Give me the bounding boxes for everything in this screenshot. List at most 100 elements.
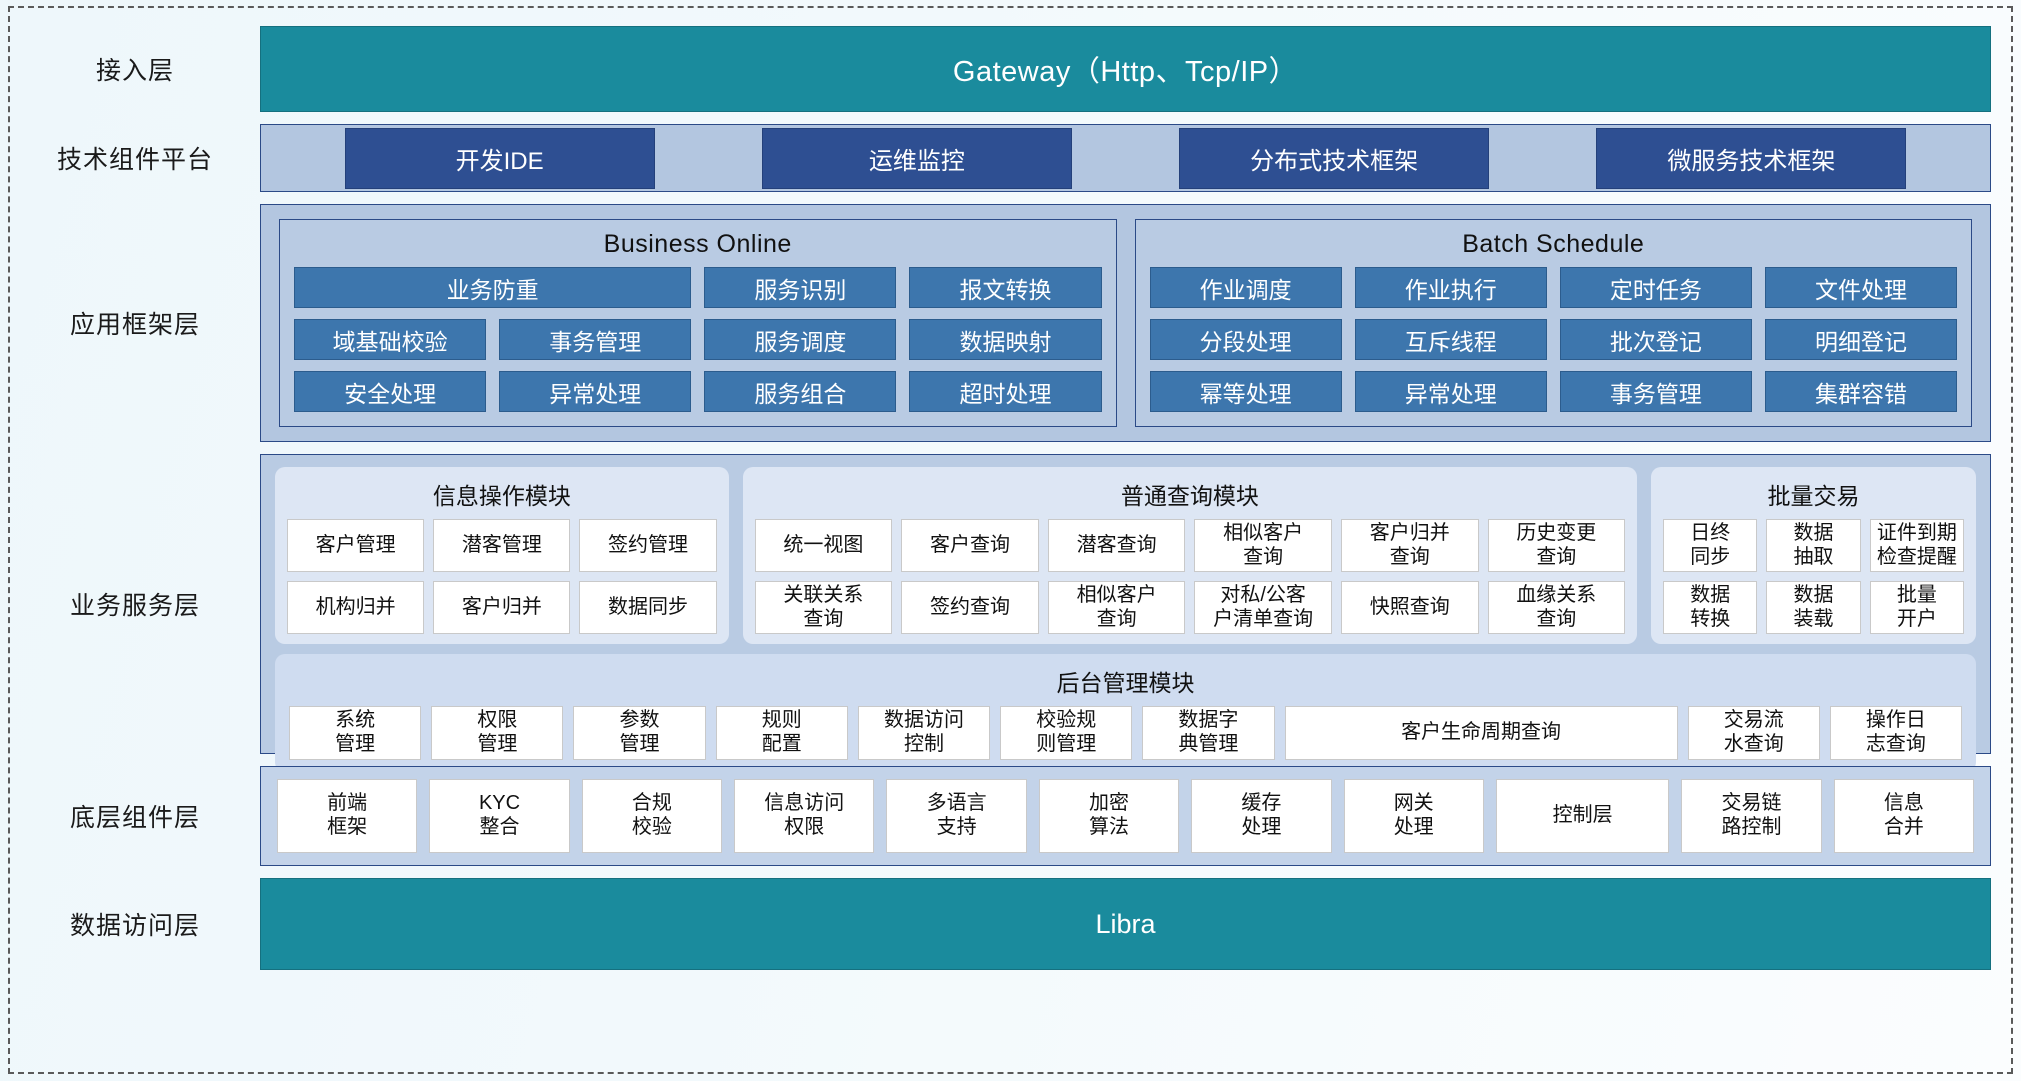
module-row: 日终 同步 数据 抽取 证件到期 检查提醒 (1663, 519, 1964, 573)
fw-chip-transaction-mgmt-batch[interactable]: 事务管理 (1559, 371, 1752, 412)
fw-chip-exception-handling-batch[interactable]: 异常处理 (1354, 371, 1547, 412)
fw-chip-cluster-fault-tolerance[interactable]: 集群容错 (1764, 371, 1957, 412)
tile-encryption-algorithm[interactable]: 加密 算法 (1038, 779, 1180, 853)
tile-multilanguage-support[interactable]: 多语言 支持 (886, 779, 1027, 853)
tile-rule-config[interactable]: 规则 配置 (715, 706, 848, 760)
tile-customer-lifecycle-query[interactable]: 客户生命周期查询 (1284, 706, 1678, 760)
tile-parameter-mgmt[interactable]: 参数 管理 (573, 706, 706, 760)
tile-org-merge[interactable]: 机构归并 (287, 581, 425, 635)
layer-label-tech-platform: 技术组件平台 (56, 146, 213, 174)
tile-data-sync[interactable]: 数据同步 (579, 581, 717, 635)
fw-chip-job-execute[interactable]: 作业执行 (1354, 267, 1547, 308)
module-card-batch-transaction: 批量交易 日终 同步 数据 抽取 证件到期 检查提醒 数据 转换 数据 装载 批… (1651, 467, 1976, 645)
tech-chip-dev-ide[interactable]: 开发IDE (344, 127, 655, 189)
tech-chip-microservice-framework[interactable]: 微服务技术框架 (1596, 127, 1907, 189)
tile-data-load[interactable]: 数据 装载 (1766, 581, 1861, 635)
tile-cache-handling[interactable]: 缓存 处理 (1191, 779, 1332, 853)
tile-cert-expiry-reminder[interactable]: 证件到期 检查提醒 (1869, 519, 1964, 573)
fw-chip-domain-validation[interactable]: 域基础校验 (294, 319, 487, 360)
tile-customer-mgmt[interactable]: 客户管理 (287, 519, 425, 573)
tile-compliance-validation[interactable]: 合规 校验 (581, 779, 723, 853)
tile-data-dictionary-mgmt[interactable]: 数据字 典管理 (1142, 706, 1275, 760)
fw-chip-timeout-handling[interactable]: 超时处理 (909, 371, 1102, 412)
libra-bar[interactable]: Libra (260, 878, 1991, 970)
tile-transaction-flow-query[interactable]: 交易流 水查询 (1687, 706, 1820, 760)
fw-chip-transaction-mgmt[interactable]: 事务管理 (499, 319, 692, 360)
tile-customer-query[interactable]: 客户查询 (901, 519, 1039, 573)
fw-chip-data-mapping[interactable]: 数据映射 (909, 319, 1102, 360)
tile-contract-query[interactable]: 签约查询 (901, 581, 1039, 635)
tech-chip-distributed-framework[interactable]: 分布式技术框架 (1179, 127, 1490, 189)
fw-chip-batch-registration[interactable]: 批次登记 (1559, 319, 1752, 360)
fw-chip-segment-handling[interactable]: 分段处理 (1149, 319, 1342, 360)
fw-chip-service-identify[interactable]: 服务识别 (704, 267, 897, 308)
layer-label-access: 接入层 (95, 57, 174, 85)
module-row: 机构归并 客户归并 数据同步 (287, 581, 717, 635)
tile-similar-customer-query[interactable]: 相似客户 查询 (1194, 519, 1332, 573)
tile-system-mgmt[interactable]: 系统 管理 (289, 706, 422, 760)
tile-validation-rule-mgmt[interactable]: 校验规 则管理 (1000, 706, 1133, 760)
fw-chip-message-transform[interactable]: 报文转换 (909, 267, 1102, 308)
admin-tiles-row: 系统 管理 权限 管理 参数 管理 规则 配置 数据访问 控制 校验规 则管理 … (289, 706, 1963, 760)
module-card-info-operation: 信息操作模块 客户管理 潜客管理 签约管理 机构归并 客户归并 数据同步 (275, 467, 729, 645)
framework-rows-batch-schedule: 作业调度 作业执行 定时任务 文件处理 分段处理 互斥线程 批次登记 明细登记 (1149, 267, 1957, 412)
tile-contract-mgmt[interactable]: 签约管理 (579, 519, 717, 573)
gateway-bar[interactable]: Gateway（Http、Tcp/IP） (260, 26, 1991, 112)
framework-row: 作业调度 作业执行 定时任务 文件处理 (1149, 267, 1957, 308)
fw-chip-service-dispatch[interactable]: 服务调度 (704, 319, 897, 360)
fw-chip-job-schedule[interactable]: 作业调度 (1149, 267, 1342, 308)
layer-label-app-framework: 应用框架层 (69, 311, 200, 339)
module-card-admin-management: 后台管理模块 系统 管理 权限 管理 参数 管理 规则 配置 数据访问 控制 校… (275, 654, 1976, 772)
framework-row: 幂等处理 异常处理 事务管理 集群容错 (1149, 371, 1957, 412)
fw-chip-idempotent-handling[interactable]: 幂等处理 (1149, 371, 1342, 412)
tile-history-change-query[interactable]: 历史变更 查询 (1487, 519, 1626, 573)
tile-snapshot-query[interactable]: 快照查询 (1340, 581, 1479, 635)
tile-kyc-integration[interactable]: KYC 整合 (429, 779, 570, 853)
framework-group-batch-schedule: Batch Schedule 作业调度 作业执行 定时任务 文件处理 分段处理 … (1134, 219, 1972, 427)
fw-chip-mutex-thread[interactable]: 互斥线程 (1354, 319, 1547, 360)
base-components-band: 前端 框架 KYC 整合 合规 校验 信息访问 权限 多语言 支持 加密 算法 … (260, 766, 1991, 866)
tile-data-transform[interactable]: 数据 转换 (1663, 581, 1758, 635)
tile-gateway-handling[interactable]: 网关 处理 (1343, 779, 1484, 853)
fw-chip-security-handling[interactable]: 安全处理 (294, 371, 487, 412)
framework-row: 业务防重 服务识别 报文转换 (294, 267, 1102, 308)
fw-chip-detail-registration[interactable]: 明细登记 (1764, 319, 1957, 360)
tile-transaction-chain-control[interactable]: 交易链 路控制 (1681, 779, 1822, 853)
module-rows-general-query: 统一视图 客户查询 潜客查询 相似客户 查询 客户归并 查询 历史变更 查询 关… (754, 519, 1626, 635)
tile-data-extract[interactable]: 数据 抽取 (1766, 519, 1861, 573)
business-modules-row: 信息操作模块 客户管理 潜客管理 签约管理 机构归并 客户归并 数据同步 (275, 467, 1976, 645)
module-title-batch-transaction: 批量交易 (1767, 483, 1860, 509)
fw-chip-timed-task[interactable]: 定时任务 (1559, 267, 1752, 308)
layer-label-business-service: 业务服务层 (69, 592, 200, 620)
tile-relation-query[interactable]: 关联关系 查询 (754, 581, 893, 635)
tile-operation-log-query[interactable]: 操作日 志查询 (1829, 706, 1963, 760)
tile-eod-sync[interactable]: 日终 同步 (1663, 519, 1758, 573)
tile-control-layer[interactable]: 控制层 (1495, 779, 1670, 853)
tile-customer-merge-query[interactable]: 客户归并 查询 (1340, 519, 1479, 573)
app-framework-container: Business Online 业务防重 服务识别 报文转换 域基础校验 事务管… (260, 204, 1991, 442)
framework-row: 分段处理 互斥线程 批次登记 明细登记 (1149, 319, 1957, 360)
tile-similar-customer-query-2[interactable]: 相似客户 查询 (1047, 581, 1186, 635)
tile-customer-merge[interactable]: 客户归并 (433, 581, 571, 635)
tech-platform-container: 开发IDE 运维监控 分布式技术框架 微服务技术框架 (260, 124, 1991, 192)
fw-chip-exception-handling[interactable]: 异常处理 (499, 371, 692, 412)
module-row: 统一视图 客户查询 潜客查询 相似客户 查询 客户归并 查询 历史变更 查询 (754, 519, 1626, 573)
tile-permission-mgmt[interactable]: 权限 管理 (431, 706, 564, 760)
tile-frontend-framework[interactable]: 前端 框架 (277, 779, 418, 853)
tile-info-access-permission[interactable]: 信息访问 权限 (734, 779, 875, 853)
tile-batch-account-open[interactable]: 批量 开户 (1869, 581, 1964, 635)
fw-chip-file-handling[interactable]: 文件处理 (1764, 267, 1957, 308)
tile-prospect-mgmt[interactable]: 潜客管理 (433, 519, 571, 573)
base-components-container: 前端 框架 KYC 整合 合规 校验 信息访问 权限 多语言 支持 加密 算法 … (260, 766, 1991, 866)
tech-chip-ops-monitor[interactable]: 运维监控 (761, 127, 1072, 189)
tile-info-merge[interactable]: 信息 合并 (1833, 779, 1975, 853)
tile-unified-view[interactable]: 统一视图 (754, 519, 893, 573)
tile-data-access-control[interactable]: 数据访问 控制 (857, 706, 991, 760)
framework-row: 安全处理 异常处理 服务组合 超时处理 (294, 371, 1102, 412)
fw-chip-service-composition[interactable]: 服务组合 (704, 371, 897, 412)
tile-prospect-query[interactable]: 潜客查询 (1047, 519, 1186, 573)
tile-lineage-query[interactable]: 血缘关系 查询 (1487, 581, 1626, 635)
tile-retail-corporate-list-query[interactable]: 对私/公客 户清单查询 (1194, 581, 1332, 635)
fw-chip-business-dedup[interactable]: 业务防重 (294, 267, 692, 308)
